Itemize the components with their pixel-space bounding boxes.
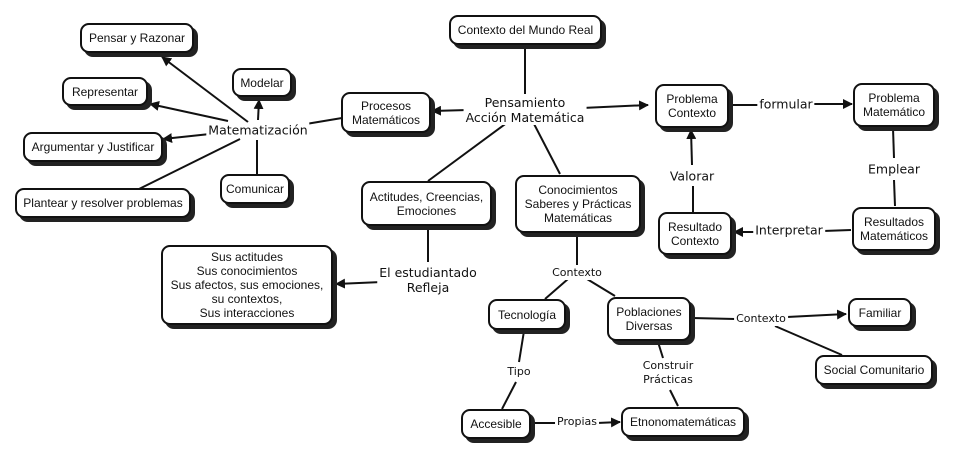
link-tipo-accesible bbox=[501, 381, 517, 410]
link-contexto-social bbox=[774, 325, 843, 356]
node-sus-actitudes[interactable]: Sus actitudes Sus conocimientos Sus afec… bbox=[161, 245, 333, 325]
label-contexto-2: Contexto bbox=[734, 312, 788, 326]
link-mat-argumentar bbox=[162, 133, 211, 144]
node-poblaciones[interactable]: Poblaciones Diversas bbox=[607, 297, 691, 341]
node-representar[interactable]: Representar bbox=[62, 77, 148, 106]
link-center-problema bbox=[581, 100, 649, 111]
node-pensar-razonar[interactable]: Pensar y Razonar bbox=[80, 23, 194, 53]
link-contexto-familiar bbox=[786, 309, 847, 320]
label-formular: formular bbox=[757, 96, 815, 112]
node-familiar[interactable]: Familiar bbox=[848, 298, 912, 327]
link-center-actitudes bbox=[427, 121, 509, 182]
link-center-procesos bbox=[431, 105, 469, 116]
link-emplear-resultados bbox=[893, 179, 896, 207]
link-problema-mat-emplear bbox=[892, 127, 895, 159]
link-propias-etno bbox=[596, 417, 621, 428]
node-etnomatematicas[interactable]: Etnonomatemáticas bbox=[621, 407, 745, 437]
link-resultados-interpretar bbox=[822, 229, 852, 232]
node-argumentar[interactable]: Argumentar y Justificar bbox=[23, 132, 163, 162]
node-problema-contexto[interactable]: Problema Contexto bbox=[655, 84, 729, 128]
link-contexto-tecnologia bbox=[544, 278, 569, 300]
link-valorar-problema bbox=[686, 129, 697, 166]
label-estudiantado: El estudiantado Refleja bbox=[377, 265, 479, 295]
node-resultado-contexto[interactable]: Resultado Contexto bbox=[658, 212, 732, 255]
link-poblaciones-construir bbox=[657, 341, 664, 359]
node-accesible[interactable]: Accesible bbox=[461, 409, 531, 439]
link-poblaciones-contexto bbox=[691, 317, 736, 320]
node-comunicar[interactable]: Comunicar bbox=[220, 174, 290, 204]
node-problema-matematico[interactable]: Problema Matemático bbox=[853, 83, 935, 127]
node-social-comunitario[interactable]: Social Comunitario bbox=[815, 355, 933, 385]
label-contexto-1: Contexto bbox=[550, 266, 604, 280]
node-procesos-matematicos[interactable]: Procesos Matemáticos bbox=[341, 92, 431, 133]
link-mat-representar bbox=[149, 101, 229, 122]
label-center: Pensamiento Acción Matemática bbox=[463, 95, 587, 125]
label-tipo: Tipo bbox=[505, 365, 533, 379]
link-contexto-poblaciones bbox=[586, 278, 616, 297]
node-actitudes[interactable]: Actitudes, Creencias, Emociones bbox=[361, 181, 492, 226]
link-center-conocimientos bbox=[532, 121, 561, 175]
label-construir-practicas: Construir Prácticas bbox=[640, 359, 696, 387]
node-conocimientos[interactable]: Conocimientos Saberes y Prácticas Matemá… bbox=[515, 175, 641, 233]
link-mat-modelar bbox=[253, 99, 264, 121]
link-procesos-matematizacion bbox=[305, 117, 343, 125]
node-plantear[interactable]: Plantear y resolver problemas bbox=[15, 188, 191, 218]
link-mat-pensar bbox=[161, 56, 249, 123]
link-estudiantado-sus bbox=[335, 278, 383, 289]
link-mat-plantear bbox=[136, 138, 241, 191]
node-contexto-mundo-real[interactable]: Contexto del Mundo Real bbox=[449, 15, 602, 45]
link-construir-etno bbox=[669, 389, 679, 407]
label-interpretar: Interpretar bbox=[753, 222, 825, 238]
node-modelar[interactable]: Modelar bbox=[232, 68, 292, 97]
link-tecnologia-tipo bbox=[518, 330, 525, 363]
node-tecnologia[interactable]: Tecnología bbox=[488, 299, 566, 330]
label-matematizacion: Matematización bbox=[206, 122, 310, 138]
node-resultados-matematicos[interactable]: Resultados Matemáticos bbox=[852, 207, 936, 251]
label-valorar: Valorar bbox=[667, 168, 717, 184]
label-propias: Propias bbox=[555, 415, 599, 429]
label-emplear: Emplear bbox=[866, 161, 922, 177]
